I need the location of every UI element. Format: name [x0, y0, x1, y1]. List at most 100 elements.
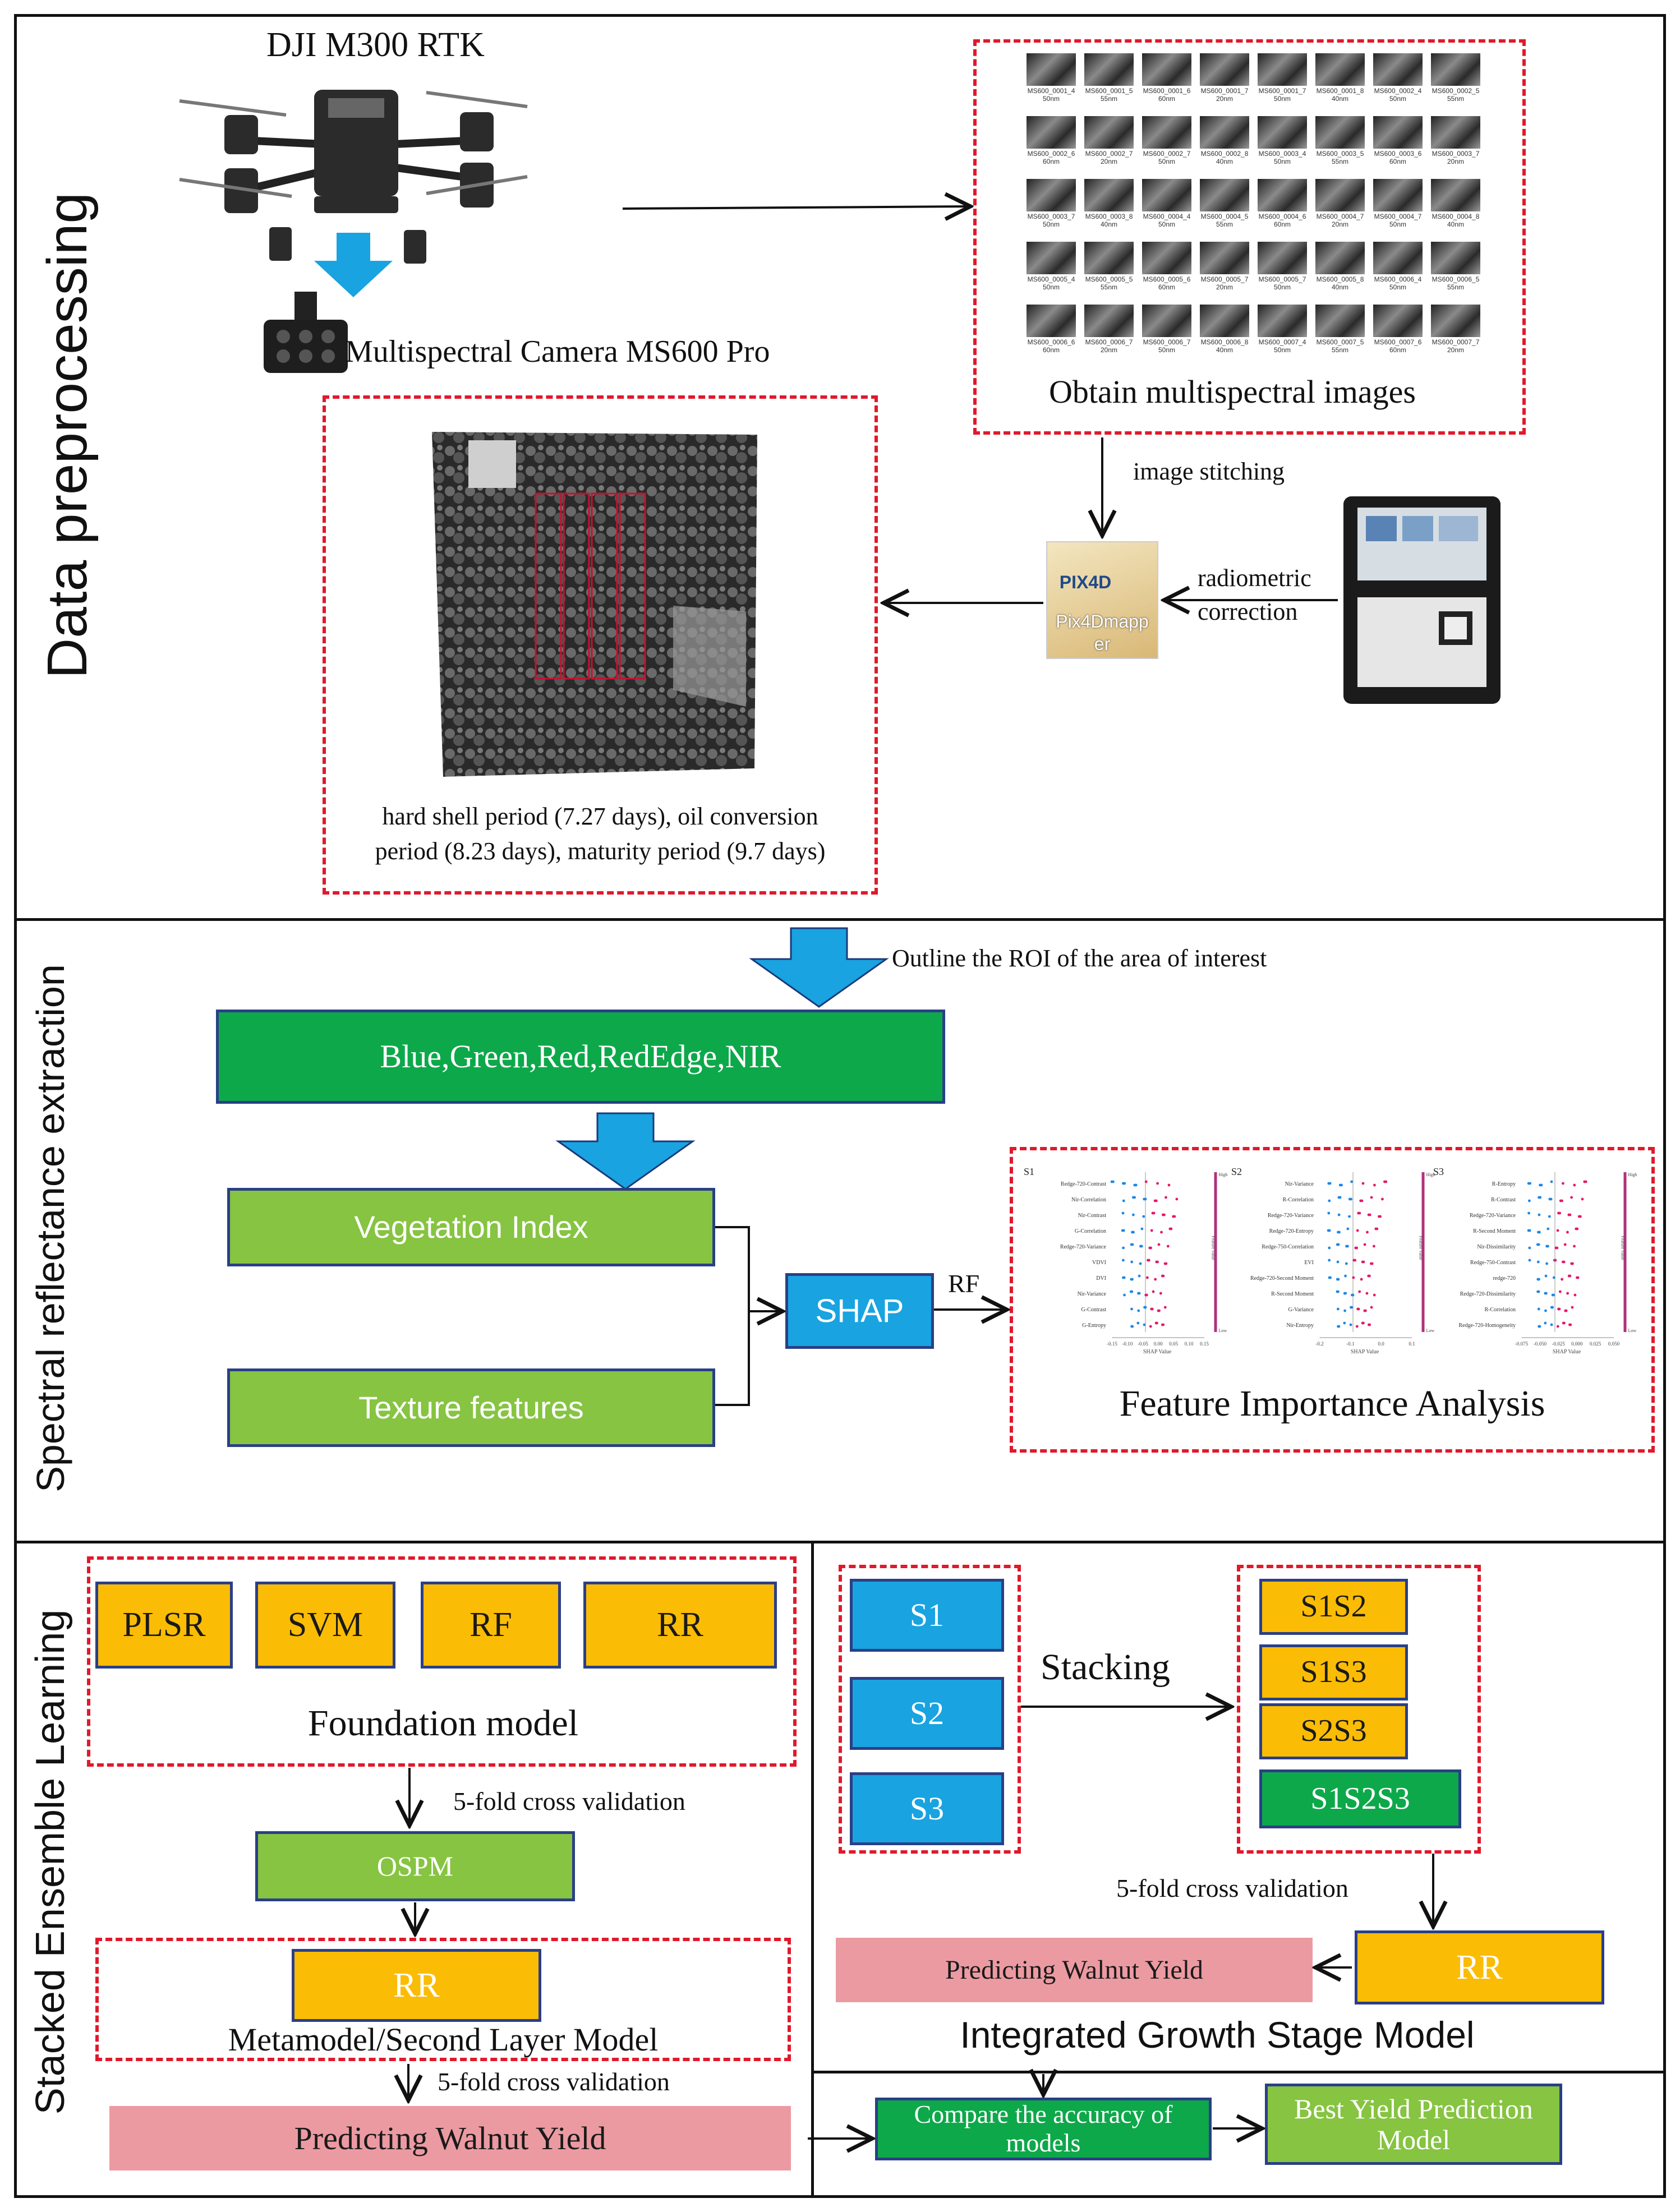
thumbnail-caption: MS600_0003_7 50nm [1027, 213, 1075, 228]
multispectral-thumbnail [1084, 305, 1134, 337]
pix4d-icon[interactable] [1046, 541, 1158, 659]
multispectral-thumbnail [1258, 53, 1307, 86]
thumbnail-caption: MS600_0002_5 55nm [1432, 87, 1480, 103]
thumbnail-caption: MS600_0005_7 20nm [1200, 275, 1249, 291]
multispectral-thumbnail [1258, 179, 1307, 211]
multispectral-thumbnail [1084, 116, 1134, 149]
base-model-plsr: PLSR [95, 1582, 233, 1669]
thumbnail-caption: MS600_0002_7 20nm [1085, 150, 1133, 165]
combo-s1s3: S1S3 [1259, 1644, 1408, 1701]
multispectral-thumbnail [1200, 179, 1249, 211]
stitching-label: image stitching [1133, 458, 1285, 485]
multispectral-thumbnail [1027, 305, 1076, 337]
multispectral-thumbnail [1027, 179, 1076, 211]
combo-s2s3: S2S3 [1259, 1703, 1408, 1759]
multispectral-thumbnail [1258, 305, 1307, 337]
multispectral-thumbnail [1200, 53, 1249, 86]
multispectral-thumbnail [1200, 116, 1249, 149]
texture-features-box: Texture features [227, 1368, 715, 1447]
stage-s1: S1 [850, 1579, 1004, 1652]
thumbnail-caption: MS600_0007_4 50nm [1258, 338, 1306, 354]
foundation-model-box [87, 1556, 797, 1767]
section-title-extraction: Spectral reflectance extraction [29, 964, 72, 1492]
thumbnail-caption: MS600_0001_7 20nm [1200, 87, 1249, 103]
multispectral-thumbnail [1142, 116, 1191, 149]
multispectral-thumbnail [1142, 242, 1191, 274]
orthomosaic-box [323, 395, 878, 895]
stage-s3: S3 [850, 1772, 1004, 1845]
thumbnail-caption: MS600_0006_5 55nm [1432, 275, 1480, 291]
thumbnail-caption: MS600_0001_4 50nm [1027, 87, 1075, 103]
meta-rr-box: RR [292, 1949, 541, 2022]
predict-yield-left: Predicting Walnut Yield [109, 2106, 791, 2170]
thumbnail-caption: MS600_0005_8 40nm [1316, 275, 1364, 291]
pix4d-name-2: er [1094, 634, 1111, 654]
thumbnail-caption: MS600_0007_5 55nm [1316, 338, 1364, 354]
multispectral-thumbnail [1258, 116, 1307, 149]
thumbnail-caption: MS600_0006_7 50nm [1143, 338, 1191, 354]
multispectral-thumbnail [1142, 305, 1191, 337]
metamodel-box [95, 1938, 791, 2061]
multispectral-thumbnail [1027, 53, 1076, 86]
multispectral-thumbnail [1142, 179, 1191, 211]
feature-importance-label: Feature Importance Analysis [1119, 1383, 1545, 1424]
combo-s1s2: S1S2 [1259, 1579, 1408, 1635]
vegetation-index-box: Vegetation Index [227, 1188, 715, 1266]
multispectral-thumbnail [1084, 53, 1134, 86]
best-model-box: Best Yield Prediction Model [1265, 2084, 1562, 2165]
thumbnail-caption: MS600_0001_7 50nm [1258, 87, 1306, 103]
rf-label: RF [948, 1269, 980, 1298]
thumbnail-caption: MS600_0002_6 60nm [1027, 150, 1075, 165]
section-title-ensemble: Stacked Ensemble Learning [28, 1609, 73, 2115]
thumbnail-caption: MS600_0006_7 20nm [1085, 338, 1133, 354]
multispectral-thumbnail [1315, 305, 1365, 337]
pix4d-name-1: Pix4Dmapp [1056, 611, 1149, 632]
thumbnail-caption: MS600_0003_6 60nm [1374, 150, 1422, 165]
multispectral-thumbnail [1258, 242, 1307, 274]
radiometric-label-2: correction [1198, 598, 1298, 625]
stacking-label: Stacking [1041, 1647, 1170, 1688]
thumbnail-caption: MS600_0004_5 55nm [1200, 213, 1249, 228]
thumbnail-caption: MS600_0001_8 40nm [1316, 87, 1364, 103]
thumbnail-caption: MS600_0003_4 50nm [1258, 150, 1306, 165]
ospm-box: OSPM [255, 1831, 575, 1901]
multispectral-images-box [973, 39, 1526, 435]
stage-s2: S2 [850, 1677, 1004, 1750]
metamodel-label: Metamodel/Second Layer Model [101, 2022, 785, 2058]
multispectral-thumbnail [1315, 242, 1365, 274]
thumbnail-caption: MS600_0002_8 40nm [1200, 150, 1249, 165]
multispectral-thumbnail [1373, 305, 1423, 337]
thumbnail-caption: MS600_0005_6 60nm [1143, 275, 1191, 291]
rr-right-box: RR [1355, 1930, 1604, 2004]
multispectral-thumbnail [1084, 179, 1134, 211]
drone-label: DJI M300 RTK [266, 26, 485, 64]
thumbnail-caption: MS600_0006_6 60nm [1027, 338, 1075, 354]
combo-group-box [1237, 1565, 1481, 1854]
thumbnail-caption: MS600_0001_6 60nm [1143, 87, 1191, 103]
feature-importance-box [1010, 1147, 1655, 1453]
multispectral-thumbnail [1431, 242, 1480, 274]
multispectral-thumbnail [1373, 179, 1423, 211]
multispectral-thumbnail [1431, 179, 1480, 211]
multispectral-thumbnail [1200, 242, 1249, 274]
multispectral-thumbnail [1142, 53, 1191, 86]
thumbnail-caption: MS600_0002_7 50nm [1143, 150, 1191, 165]
cv-label-1: 5-fold cross validation [453, 1787, 685, 1815]
section-compare [811, 2071, 1666, 2198]
thumbnail-caption: MS600_0006_4 50nm [1374, 275, 1422, 291]
cv-label-3: 5-fold cross validation [1116, 1874, 1348, 1902]
periods-line-1: hard shell period (7.27 days), oil conve… [382, 803, 818, 830]
thumbnail-caption: MS600_0006_8 40nm [1200, 338, 1249, 354]
multispectral-thumbnail [1027, 116, 1076, 149]
thumbnail-caption: MS600_0003_8 40nm [1085, 213, 1133, 228]
cv-label-2: 5-fold cross validation [438, 2067, 670, 2096]
multispectral-thumbnail [1373, 242, 1423, 274]
camera-label: Multispectral Camera MS600 Pro [345, 334, 770, 369]
thumbnail-caption: MS600_0004_6 60nm [1258, 213, 1306, 228]
radiometric-label-1: radiometric [1198, 564, 1311, 592]
foundation-label: Foundation model [307, 1703, 579, 1744]
bands-box: Blue,Green,Red,RedEdge,NIR [216, 1010, 945, 1104]
multispectral-thumbnail [1431, 305, 1480, 337]
multispectral-thumbnail [1373, 53, 1423, 86]
